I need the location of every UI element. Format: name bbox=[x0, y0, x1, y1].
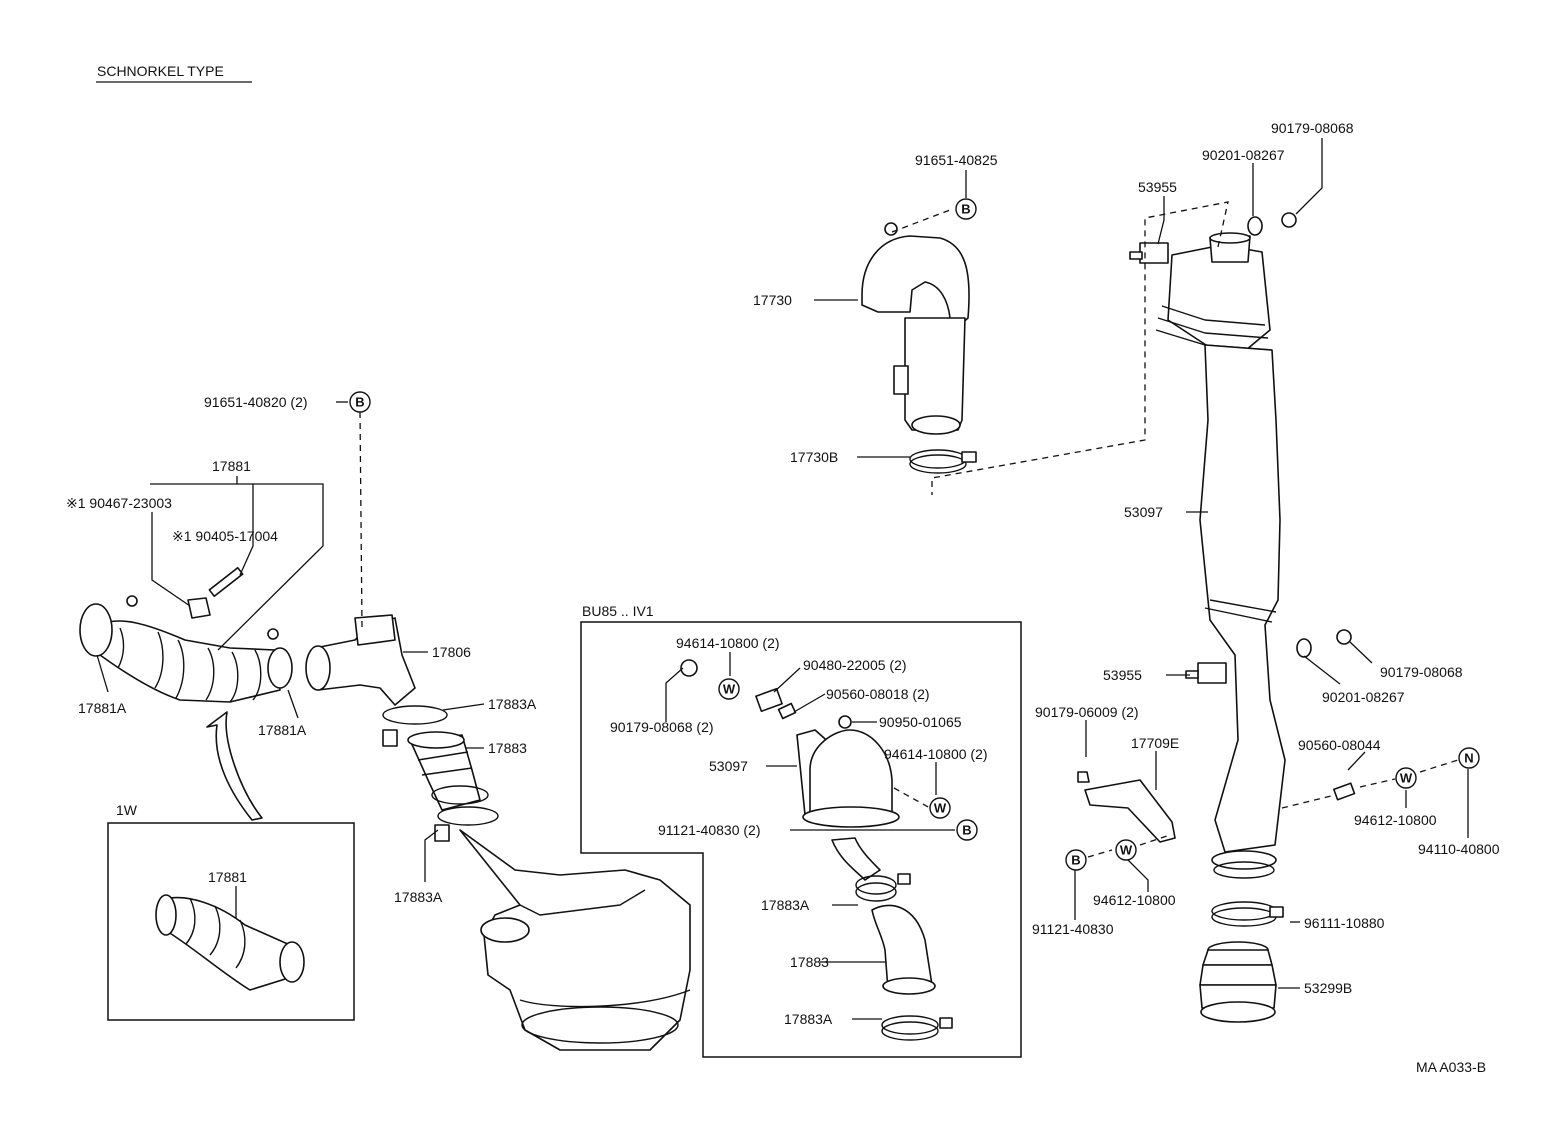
bellows-53299b-drawing bbox=[1199, 941, 1277, 1023]
marker-w-right: W bbox=[1395, 767, 1417, 789]
arrow-to-1w-drawing bbox=[206, 711, 263, 821]
dashed-link-n-w-collar bbox=[1281, 759, 1459, 809]
label-94110-40800: 94110-40800 bbox=[1418, 841, 1500, 857]
svg-text:W: W bbox=[1400, 771, 1413, 786]
bracket-17709e-drawing bbox=[1077, 771, 1176, 843]
label-17806: 17806 bbox=[432, 644, 471, 660]
label-17883-1: 17883 bbox=[488, 740, 527, 756]
air-cleaner-drawing bbox=[459, 829, 691, 1051]
svg-text:W: W bbox=[934, 801, 947, 816]
label-96111-10880: 96111-10880 bbox=[1304, 915, 1385, 931]
svg-text:N: N bbox=[1464, 751, 1473, 766]
collar-90560-08044-drawing bbox=[1333, 782, 1356, 801]
label-17881: 17881 bbox=[212, 458, 251, 474]
label-17730b: 17730B bbox=[790, 449, 838, 465]
label-90179-08068-box: 90179-08068 (2) bbox=[610, 719, 714, 735]
label-53097-box: 53097 bbox=[709, 758, 748, 774]
air-hose-17881-drawing bbox=[79, 595, 293, 703]
clip-90467-23003-drawing bbox=[187, 597, 211, 619]
drawing-code: MA A033-B bbox=[1416, 1059, 1486, 1075]
label-94614-10800-b: 94614-10800 (2) bbox=[884, 746, 988, 762]
diagram-title: SCHNORKEL TYPE bbox=[97, 63, 224, 79]
label-17730: 17730 bbox=[753, 292, 792, 308]
marker-b-box: B bbox=[956, 819, 978, 841]
inset-bu85-frame: BU85 .. IV1 bbox=[580, 603, 1022, 1058]
label-90201-08267-top: 90201-08267 bbox=[1202, 147, 1285, 163]
inset-1w-label: 1W bbox=[116, 802, 138, 818]
label-90179-06009: 90179-06009 (2) bbox=[1035, 704, 1139, 720]
label-90201-08267-mid: 90201-08267 bbox=[1322, 689, 1405, 705]
bu85-small-parts-drawing bbox=[680, 659, 852, 729]
label-91651-40825: 91651-40825 bbox=[915, 152, 998, 168]
label-17881a-left: 17881A bbox=[78, 700, 127, 716]
label-90950-01065: 90950-01065 bbox=[879, 714, 962, 730]
label-90560-08018: 90560-08018 (2) bbox=[826, 686, 930, 702]
label-90179-08068-top: 90179-08068 bbox=[1271, 120, 1354, 136]
label-17883a-1: 17883A bbox=[488, 696, 537, 712]
inset-bu85-label: BU85 .. IV1 bbox=[582, 603, 654, 619]
marker-b-17730: B bbox=[955, 198, 977, 220]
label-90179-08068-mid: 90179-08068 bbox=[1380, 664, 1463, 680]
dashed-link-b-17730 bbox=[891, 209, 951, 233]
label-91121-40830-box: 91121-40830 (2) bbox=[658, 822, 760, 838]
clamp-bracket-53955-mid-drawing bbox=[1185, 662, 1227, 684]
hose-17881-inset-drawing bbox=[155, 894, 305, 991]
label-91651-40820: 91651-40820 (2) bbox=[204, 394, 308, 410]
label-17881-inset: 17881 bbox=[208, 869, 247, 885]
marker-w-box-mid: W bbox=[929, 797, 951, 819]
label-90467-23003: ※1 90467-23003 bbox=[66, 495, 172, 511]
label-90480-22005: 90480-22005 (2) bbox=[803, 657, 907, 673]
clamp-96111-drawing bbox=[1211, 901, 1284, 927]
svg-text:B: B bbox=[962, 823, 971, 838]
label-17881a-right: 17881A bbox=[258, 722, 307, 738]
label-17883-box: 17883 bbox=[790, 954, 829, 970]
label-94612-10800-left: 94612-10800 bbox=[1093, 892, 1176, 908]
label-17883a-2: 17883A bbox=[394, 889, 443, 905]
inset-1w-frame: 1W bbox=[107, 802, 355, 1021]
svg-text:W: W bbox=[1120, 843, 1133, 858]
washer-bolt-mid-drawing bbox=[1296, 629, 1352, 658]
label-94614-10800-a: 94614-10800 (2) bbox=[676, 635, 780, 651]
clamp-bracket-53955-top-drawing bbox=[1129, 242, 1169, 264]
marker-n-right: N bbox=[1458, 747, 1480, 769]
svg-text:W: W bbox=[723, 682, 736, 697]
marker-b-91651-40820: B bbox=[349, 391, 371, 413]
label-53955-top: 53955 bbox=[1138, 179, 1177, 195]
svg-text:B: B bbox=[961, 202, 970, 217]
dashed-link-b-w-bracket bbox=[1087, 834, 1171, 858]
marker-w-bracket: W bbox=[1115, 839, 1137, 861]
pin-90405-17004-drawing bbox=[208, 566, 244, 598]
label-53955-mid: 53955 bbox=[1103, 667, 1142, 683]
label-91121-40830-right: 91121-40830 bbox=[1032, 921, 1114, 937]
washer-bolt-top-drawing bbox=[1247, 212, 1297, 236]
label-17883a-box1: 17883A bbox=[761, 897, 810, 913]
hose-17883-drawing bbox=[382, 705, 499, 842]
label-17709e: 17709E bbox=[1131, 735, 1179, 751]
bu85-cap-53097-drawing bbox=[796, 729, 900, 828]
bu85-hose-drawing bbox=[831, 837, 953, 1041]
label-94612-10800-right: 94612-10800 bbox=[1354, 812, 1437, 828]
air-inlet-17730-drawing bbox=[861, 222, 970, 435]
label-90405-17004: ※1 90405-17004 bbox=[172, 528, 278, 544]
label-90560-08044: 90560-08044 bbox=[1298, 737, 1381, 753]
hose-clamp-17730b-drawing bbox=[909, 449, 977, 474]
dashed-link-w-bu85 bbox=[893, 787, 931, 809]
snorkel-duct-53097-drawing bbox=[1155, 232, 1286, 879]
dashed-link-53955-17730b bbox=[931, 201, 1229, 495]
svg-text:B: B bbox=[1071, 853, 1080, 868]
leader-lines bbox=[96, 138, 1469, 1020]
marker-b-bracket: B bbox=[1065, 849, 1087, 871]
marker-w-box-top: W bbox=[718, 678, 740, 700]
label-53097-right: 53097 bbox=[1124, 504, 1163, 520]
dashed-link-b-17806 bbox=[359, 411, 363, 629]
connector-17806-drawing bbox=[305, 614, 416, 706]
label-53299b: 53299B bbox=[1304, 980, 1352, 996]
label-17883a-box2: 17883A bbox=[784, 1011, 833, 1027]
svg-text:B: B bbox=[355, 395, 364, 410]
